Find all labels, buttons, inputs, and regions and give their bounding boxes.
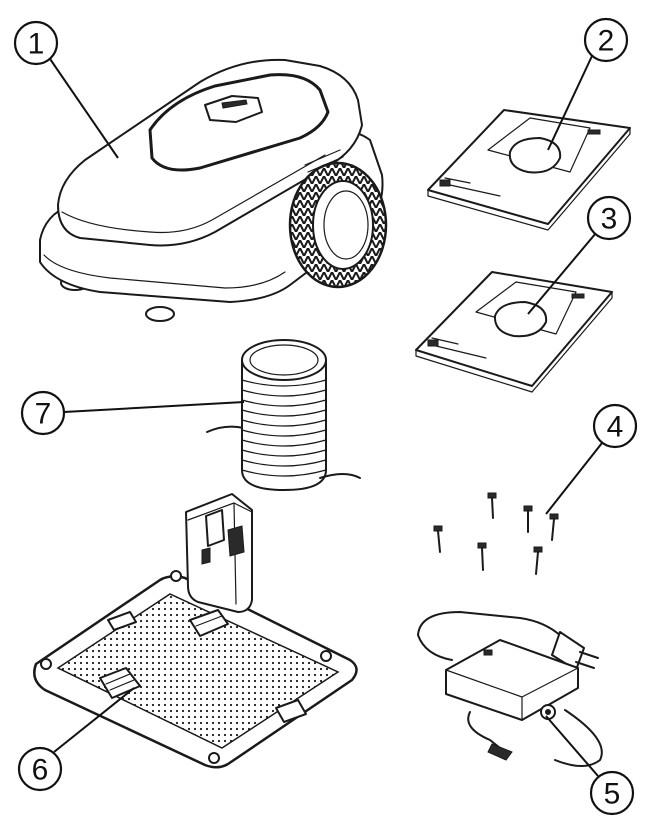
- callout-5: 5: [589, 770, 635, 816]
- charging-station-icon: [33, 493, 358, 769]
- callout-1: 1: [13, 20, 59, 66]
- callout-6-label: 6: [32, 754, 49, 787]
- callout-2: 2: [583, 17, 629, 63]
- callout-4-label: 4: [607, 411, 624, 444]
- callout-6: 6: [17, 746, 63, 792]
- callout-5-label: 5: [604, 778, 621, 811]
- callout-4: 4: [592, 403, 638, 449]
- power-supply-icon: [417, 611, 603, 767]
- callout-7: 7: [20, 390, 66, 436]
- leader-lines: [47, 55, 603, 777]
- callout-3: 3: [586, 195, 632, 241]
- ground-pegs-icon: [433, 492, 559, 575]
- callout-7-label: 7: [35, 398, 52, 431]
- callout-2-label: 2: [598, 25, 615, 58]
- callout-1-label: 1: [28, 28, 45, 61]
- boundary-wire-spool-icon: [206, 339, 361, 491]
- manual-booklet-icon: [415, 271, 613, 393]
- callout-3-label: 3: [601, 203, 618, 236]
- robotic-mower-icon: [39, 58, 388, 322]
- manual-booklet-icon: [427, 109, 631, 231]
